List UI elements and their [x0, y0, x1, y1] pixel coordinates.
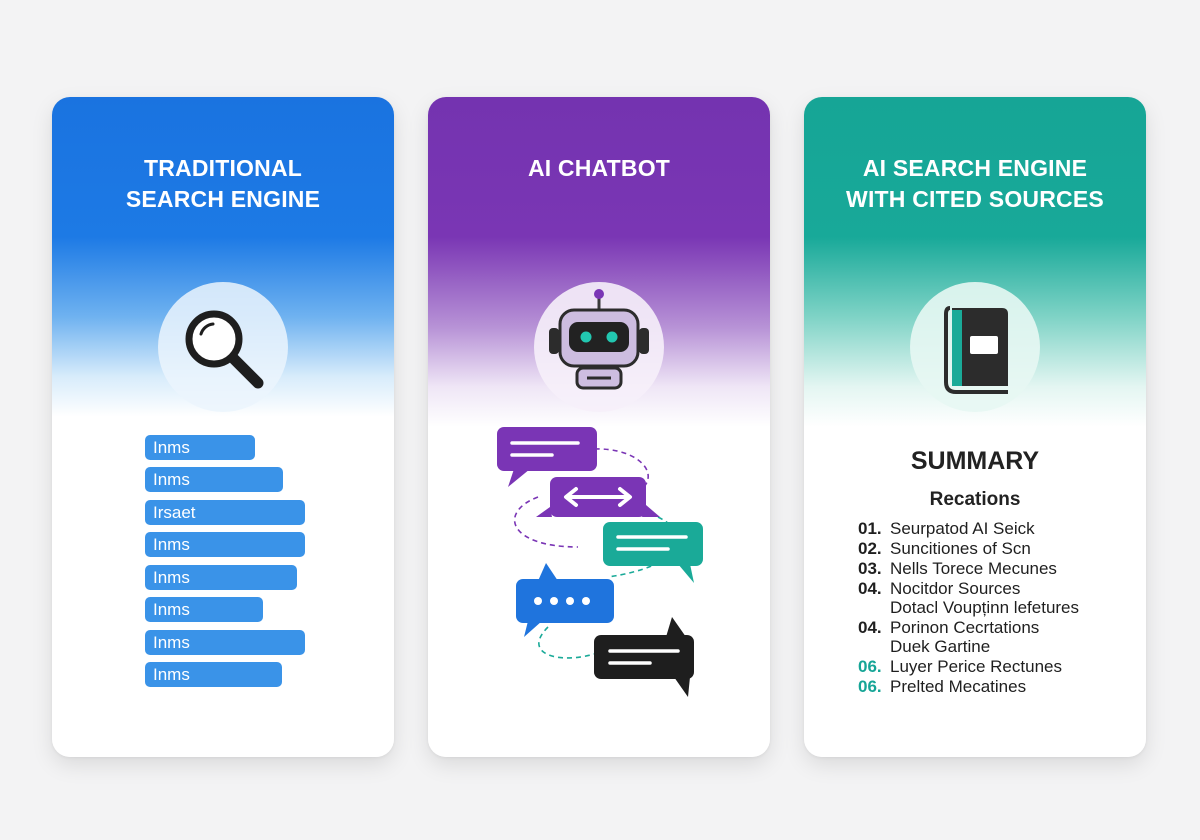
result-item[interactable]: Inms	[145, 662, 282, 687]
summary-subtitle: Recations	[929, 489, 1021, 510]
result-item[interactable]: Inms	[145, 467, 283, 492]
card-title: AI CHATBOT	[527, 155, 671, 181]
result-item[interactable]: Inms	[145, 630, 305, 655]
chat-bubble-purple	[497, 427, 597, 487]
book-icon	[910, 282, 1040, 412]
chat-bubble-blue	[516, 563, 614, 637]
chat-bubble-teal	[603, 522, 703, 583]
citation-item[interactable]: 06.Luyer Perice Rectunes	[858, 657, 1062, 676]
card-title: AI SEARCH ENGINE WITH CITED SOURCES	[846, 155, 1104, 212]
ai-search-cited-card: AI SEARCH ENGINE WITH CITED SOURCES SUMM…	[804, 97, 1146, 757]
chat-bubble-arrows	[536, 477, 660, 517]
robot-icon	[534, 282, 664, 412]
magnifier-icon	[158, 282, 288, 412]
summary-title: SUMMARY	[910, 447, 1040, 475]
citation-item[interactable]: 02.Suncitiones of Scn	[858, 539, 1031, 558]
citation-item[interactable]: 03.Nells Torece Mecunes	[858, 559, 1057, 578]
ai-chatbot-card: AI CHATBOT	[428, 97, 770, 757]
citation-item[interactable]: 01.Seurpatod AI Seick	[858, 519, 1035, 538]
traditional-search-card: TRADITIONAL SEARCH ENGINE Inms Inms Irsa…	[52, 97, 394, 757]
result-item[interactable]: Irsaet	[145, 500, 305, 525]
result-item[interactable]: Inms	[145, 597, 263, 622]
chat-bubble-dark	[594, 617, 694, 697]
card-title: TRADITIONAL SEARCH ENGINE	[125, 155, 321, 212]
result-item[interactable]: Inms	[145, 565, 297, 590]
result-item[interactable]: Inms	[145, 435, 255, 460]
citation-item[interactable]: Dotacl Voupținn lefetures	[890, 598, 1080, 617]
chat-bubbles-illustration	[497, 427, 703, 697]
citation-item[interactable]: 06.Prelted Mecatines	[858, 677, 1027, 696]
citation-item[interactable]: 04.Nocitdor Sources	[858, 579, 1021, 598]
result-item[interactable]: Inms	[145, 532, 305, 557]
citation-item[interactable]: 04.Porinon Cecrtations	[858, 618, 1040, 637]
citation-item[interactable]: Duek Gartine	[890, 637, 991, 656]
